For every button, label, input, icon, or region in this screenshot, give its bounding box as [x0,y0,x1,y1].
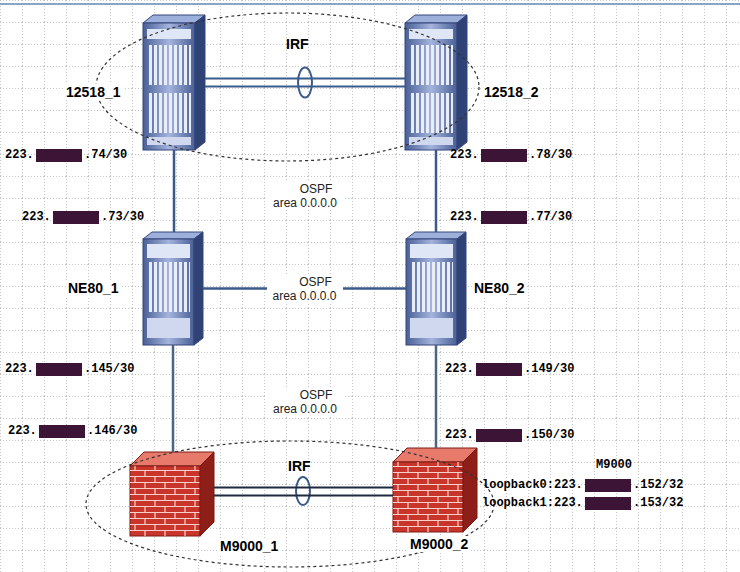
network-link [172,345,175,452]
device-name: 12518_2 [482,84,541,100]
device-name: 12518_1 [64,84,123,100]
router-device: NE80_1 [143,232,203,345]
redaction-bar [476,429,522,442]
ellipse-outline [95,12,480,162]
address-label: 223. [445,362,474,376]
irf-link [214,488,393,496]
redaction-bar [481,211,527,224]
switch-device: 12518_2 [405,15,467,150]
redaction-bar [585,497,631,510]
area-label: OSPF area 0.0.0.0 [267,388,343,416]
network-link [435,150,438,232]
top-rule [0,3,740,5]
area-label: OSPF area 0.0.0.0 [267,182,343,210]
redaction-bar [481,149,527,162]
redaction-bar [585,479,631,492]
address-label: .149/30 [524,362,574,376]
irf-label: IRF [288,458,311,474]
address-label: 223. [22,210,51,224]
redaction-bar [36,149,82,162]
redaction-bars [36,149,631,510]
dashed-ellipse [96,13,479,161]
irf-link [205,79,405,87]
firewall-icon [393,448,477,532]
address-label: 223. [450,148,479,162]
redaction-bar [476,363,522,376]
switch-device: 12518_1 [143,15,205,150]
address-label: M9000 [596,458,632,472]
address-label: .78/30 [529,148,572,162]
device-name: NE80_2 [472,280,527,296]
address-label: 223. [445,428,474,442]
network-link [173,150,176,232]
firewall-device: M9000_2 [393,448,477,530]
redaction-bar [39,425,85,438]
network-link [435,345,438,448]
dashed-ellipse [86,441,494,567]
address-label: .145/30 [84,362,134,376]
address-label: loopback0:223. [482,478,583,492]
address-label: .146/30 [87,424,137,438]
switch-chassis-icon [405,15,467,150]
address-label: 223. [5,362,34,376]
area-label: OSPF area 0.0.0.0 [267,275,343,303]
address-label: 223. [8,424,37,438]
irf-bundle-symbol [296,477,310,505]
address-label: .73/30 [101,210,144,224]
firewall-icon [130,452,214,536]
router-icon [406,232,466,345]
irf-group-ellipse: M9000_1M9000_2IRF [85,440,495,568]
router-icon [143,232,203,345]
address-label: 223. [450,210,479,224]
address-label: .153/32 [633,496,683,510]
address-label: loopback1:223. [482,496,583,510]
switch-chassis-icon [143,15,205,150]
address-label: .77/30 [529,210,572,224]
router-device: NE80_2 [406,232,466,345]
redaction-bar [36,363,82,376]
address-label: .74/30 [84,148,127,162]
redaction-bar [53,211,99,224]
address-label: 223. [5,148,34,162]
device-name: M9000_2 [408,536,470,552]
irf-group-ellipse: 12518_1 12518_2 IRF [95,12,480,162]
irf-bundle-symbol [298,68,312,98]
address-label: .152/32 [633,478,683,492]
device-name: NE80_1 [66,280,121,296]
address-label: .150/30 [524,428,574,442]
irf-label: IRF [286,36,309,52]
device-name: M9000_1 [218,538,280,554]
firewall-device: M9000_1 [130,452,214,536]
